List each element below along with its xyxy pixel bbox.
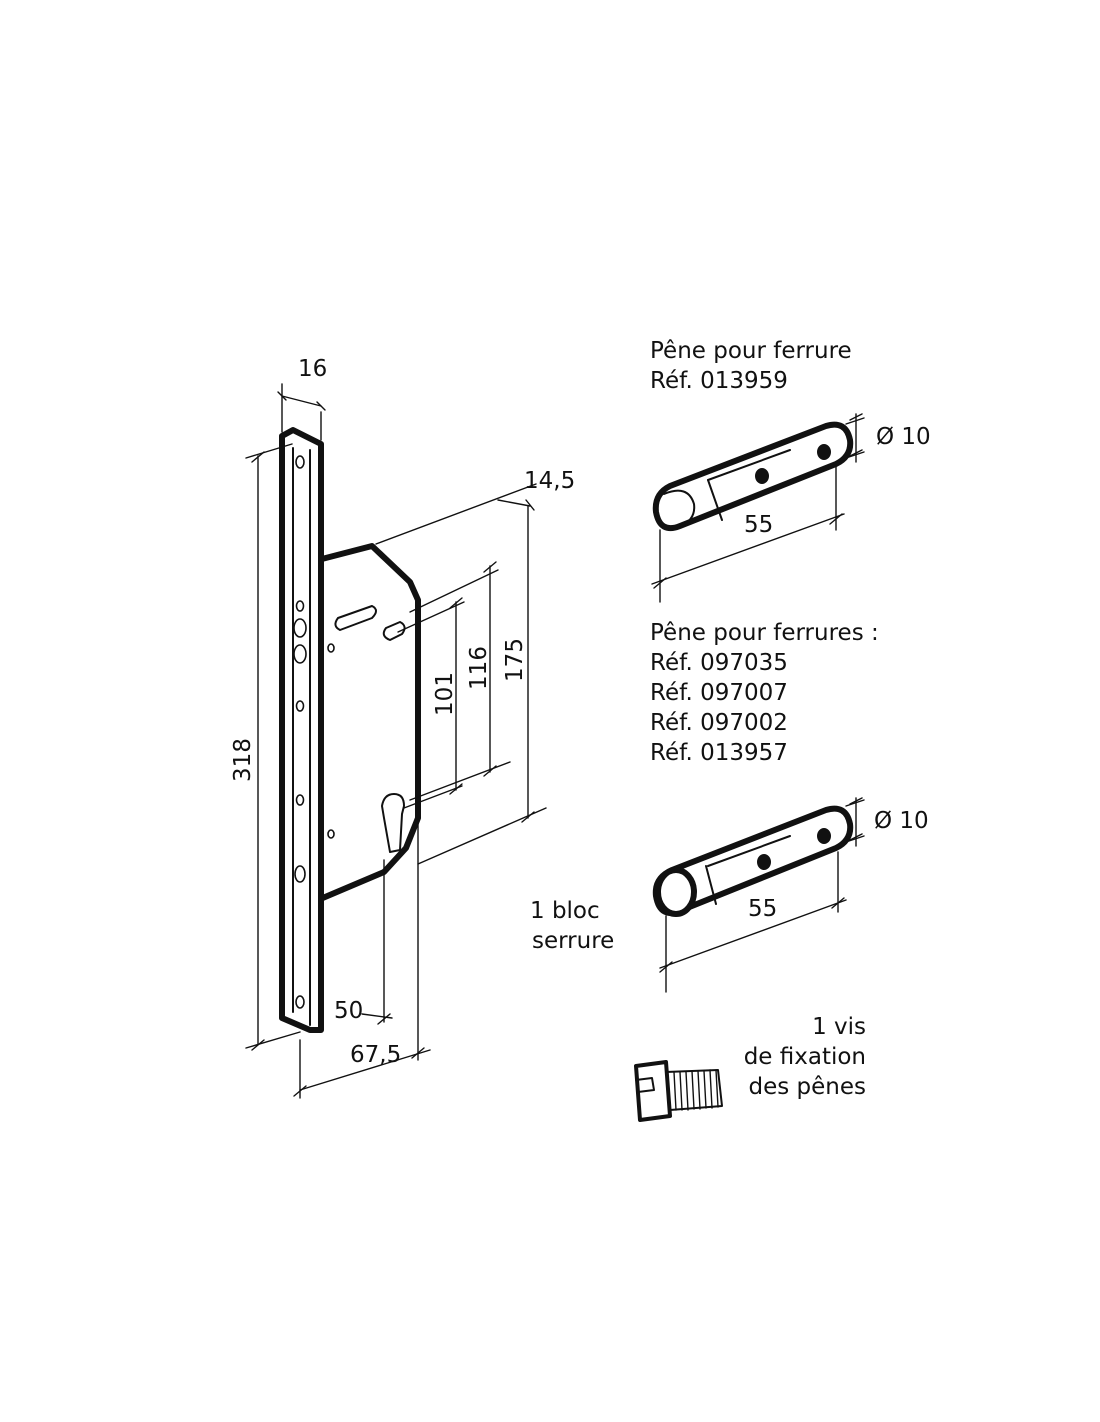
- bolt-single-hole: [817, 444, 831, 460]
- lock-block-drawing: 16 318 14,5 175 116 101: [230, 356, 614, 1099]
- dim-spacing-116: 116: [466, 646, 492, 690]
- cylinder-cutout: [381, 793, 405, 853]
- faceplate-hole: [295, 700, 305, 712]
- bolt-multi-hole: [757, 854, 771, 870]
- lock-block-label-line2: serrure: [532, 928, 614, 954]
- bolt-multi-ref: Réf. 097002: [650, 710, 788, 736]
- bolt-single-hole: [755, 468, 769, 484]
- bolt-multi-ref: Réf. 097007: [650, 680, 788, 706]
- faceplate-hole: [294, 865, 306, 883]
- bolt-single-groove: [707, 479, 723, 521]
- faceplate-hole: [295, 794, 305, 806]
- bolt-single-tip: [663, 489, 696, 527]
- bolt-single-title: Pêne pour ferrure: [650, 338, 852, 364]
- lock-block-label-line1: 1 bloc: [530, 898, 600, 924]
- bolt-multi-ref: Réf. 013957: [650, 740, 788, 766]
- dim-case-height: 175: [502, 638, 528, 682]
- dim-backset: 50: [334, 998, 363, 1024]
- faceplate-hole: [295, 995, 305, 1009]
- bolt-single-body: [652, 421, 854, 532]
- lock-case: [315, 543, 421, 903]
- bolt-multi-groove: [705, 865, 717, 905]
- faceplate-hole: [293, 618, 307, 638]
- bolt-multi-flat: [707, 835, 791, 867]
- bolt-multi-diameter: Ø 10: [874, 808, 929, 834]
- case-hole: [327, 643, 335, 653]
- case-hole: [327, 829, 335, 839]
- bolt-multi-length: 55: [748, 896, 777, 922]
- dim-faceplate-width: 16: [298, 356, 327, 382]
- bolt-multi-hole: [817, 828, 831, 844]
- dim-case-thickness: 14,5: [524, 468, 575, 494]
- bolt-multi-title: Pêne pour ferrures :: [650, 620, 879, 646]
- bolt-single-diameter: Ø 10: [876, 424, 931, 450]
- screw-label-line2: de fixation: [744, 1044, 866, 1070]
- faceplate-hole: [295, 455, 305, 469]
- dim-faceplate-height: 318: [230, 738, 256, 782]
- screw-slot: [635, 1077, 655, 1093]
- faceplate: [279, 427, 324, 1033]
- faceplate-hole: [295, 600, 305, 612]
- screw-label-line3: des pênes: [748, 1074, 866, 1100]
- bolt-multi-drawing: Pêne pour ferrures : Réf. 097035 Réf. 09…: [650, 620, 929, 993]
- bolt-single-length: 55: [744, 512, 773, 538]
- case-slot: [334, 605, 377, 631]
- screw-thread: [673, 1069, 719, 1111]
- dim-case-depth: 67,5: [350, 1042, 401, 1068]
- bolt-single-drawing: Pêne pour ferrure Réf. 013959 Ø 10 55: [650, 338, 931, 603]
- bolt-multi-tip: [655, 867, 697, 917]
- bolt-single-flat: [707, 449, 791, 481]
- dim-spacing-101: 101: [432, 672, 458, 716]
- faceplate-hole: [293, 644, 307, 664]
- case-pin: [382, 621, 406, 641]
- screw-drawing: 1 vis de fixation des pênes: [634, 1014, 866, 1122]
- bolt-single-ref: Réf. 013959: [650, 368, 788, 394]
- bolt-multi-ref: Réf. 097035: [650, 650, 788, 676]
- screw-label-line1: 1 vis: [812, 1014, 866, 1040]
